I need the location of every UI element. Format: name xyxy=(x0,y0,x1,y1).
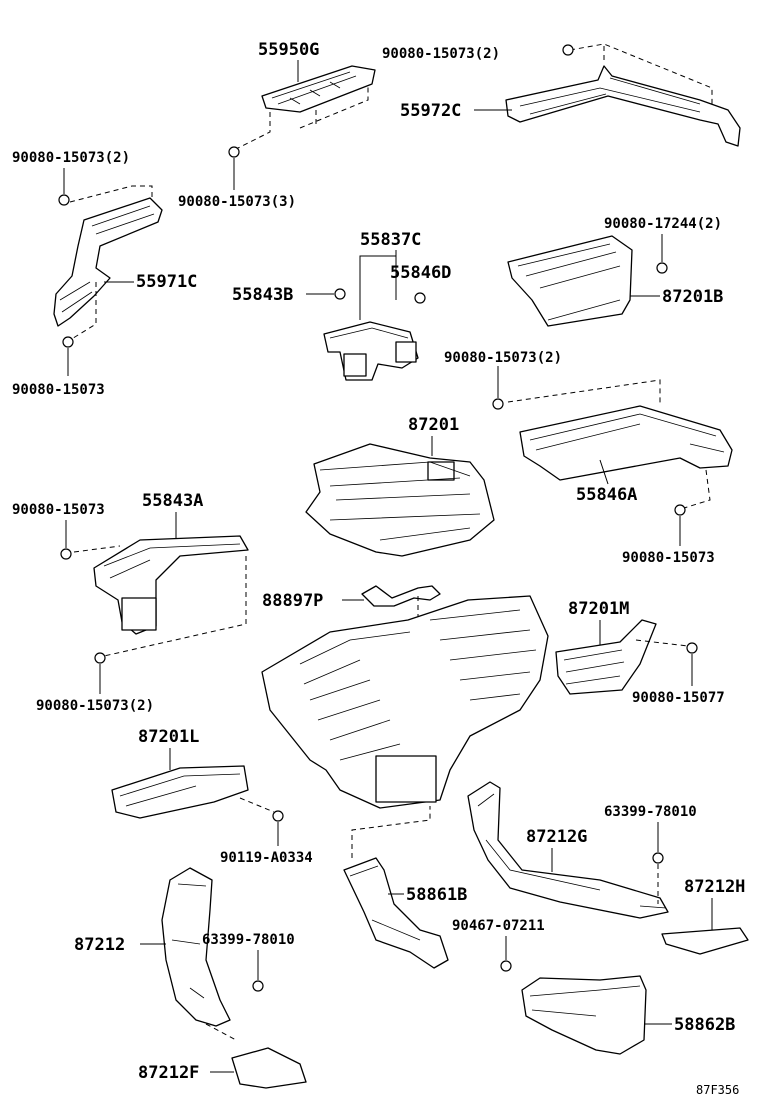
part-87201M xyxy=(555,619,689,695)
label-55972C: 55972C xyxy=(400,101,461,121)
label-bolt-l2: 90080-15073(3) xyxy=(178,194,296,210)
part-87212H xyxy=(661,927,749,955)
bolt-icon xyxy=(94,652,106,664)
label-bolt-m1: 90119-A0334 xyxy=(220,850,313,866)
bolt-icon xyxy=(686,642,698,654)
bolt-icon xyxy=(252,980,264,992)
label-bolt-m2: 90467-07211 xyxy=(452,918,545,934)
label-55837C: 55837C xyxy=(360,230,421,250)
label-bolt-l6: 63399-78010 xyxy=(202,932,295,948)
bolt-icon xyxy=(334,288,346,300)
label-55846A: 55846A xyxy=(576,485,637,505)
label-bolt-tr1: 90080-15073(2) xyxy=(382,46,500,62)
label-55950G: 55950G xyxy=(258,40,319,60)
bolt-icon xyxy=(272,810,284,822)
label-bolt-r4: 90080-15073 xyxy=(622,550,715,566)
label-87201: 87201 xyxy=(408,415,459,435)
label-87201M: 87201M xyxy=(568,599,629,619)
part-87212F xyxy=(231,1047,307,1089)
label-58862B: 58862B xyxy=(674,1015,735,1035)
label-bolt-l1: 90080-15073(2) xyxy=(12,150,130,166)
bolt-icon xyxy=(652,852,664,864)
label-bolt-r2: 90080-17244(2) xyxy=(604,216,722,232)
part-58861B xyxy=(343,857,449,969)
part-55972C xyxy=(505,43,741,147)
part-87212 xyxy=(161,867,237,1041)
label-bolt-r5: 90080-15077 xyxy=(632,690,725,706)
part-87201 xyxy=(305,443,495,557)
figure-code: 87F356 xyxy=(696,1083,739,1097)
label-bolt-r3: 90080-15073(2) xyxy=(444,350,562,366)
label-87212G: 87212G xyxy=(526,827,587,847)
label-55971C: 55971C xyxy=(136,272,197,292)
label-88897P: 88897P xyxy=(262,591,323,611)
bolt-icon xyxy=(62,336,74,348)
part-55950G xyxy=(233,65,376,151)
part-87212G xyxy=(467,781,669,919)
label-87201B: 87201B xyxy=(662,287,723,307)
label-bolt-r6: 63399-78010 xyxy=(604,804,697,820)
label-55843A: 55843A xyxy=(142,491,203,511)
bolt-icon xyxy=(228,146,240,158)
part-87201L xyxy=(111,765,275,819)
bolt-icon xyxy=(60,548,72,560)
part-55971C xyxy=(53,185,163,341)
bolt-icon xyxy=(656,262,668,274)
bolt-icon xyxy=(500,960,512,972)
bolt-icon xyxy=(674,504,686,516)
bolt-icon xyxy=(492,398,504,410)
label-55846D: 55846D xyxy=(390,263,451,283)
part-55837C xyxy=(323,321,419,381)
label-87212H: 87212H xyxy=(684,877,745,897)
part-58862B xyxy=(521,975,647,1055)
part-55843A xyxy=(73,535,249,657)
part-main-hvac-unit xyxy=(261,595,549,809)
label-bolt-l5: 90080-15073(2) xyxy=(36,698,154,714)
bolt-icon xyxy=(414,292,426,304)
label-58861B: 58861B xyxy=(406,885,467,905)
label-bolt-l4: 90080-15073 xyxy=(12,502,105,518)
label-55843B: 55843B xyxy=(232,285,293,305)
part-55846A xyxy=(507,379,733,509)
part-87201B xyxy=(507,235,633,327)
bolt-icon xyxy=(58,194,70,206)
label-87212: 87212 xyxy=(74,935,125,955)
bolt-icon xyxy=(562,44,574,56)
label-bolt-l3: 90080-15073 xyxy=(12,382,105,398)
label-87201L: 87201L xyxy=(138,727,199,747)
label-87212F: 87212F xyxy=(138,1063,199,1083)
